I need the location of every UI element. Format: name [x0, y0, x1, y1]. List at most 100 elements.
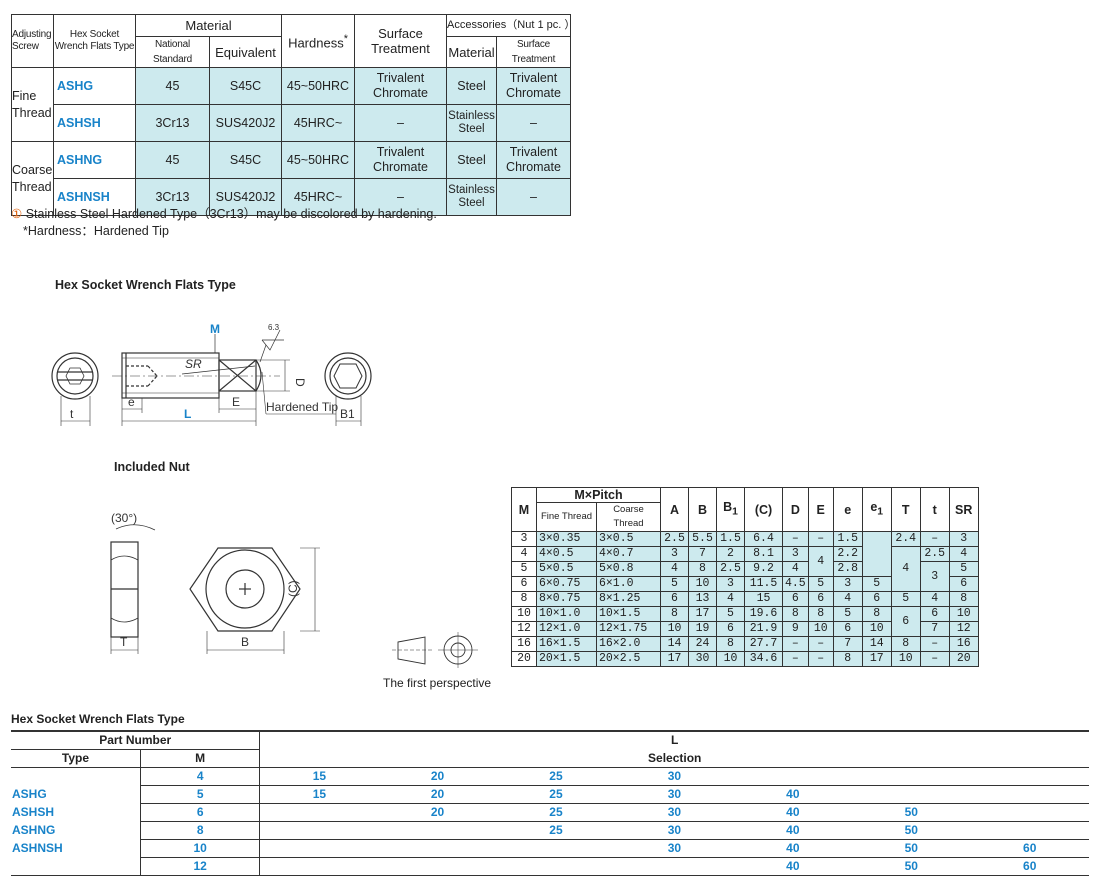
- national-cell: 45: [135, 141, 210, 179]
- dim-cell: 6: [782, 591, 809, 607]
- dim-cell: –: [919, 531, 950, 547]
- label-t: t: [70, 407, 74, 421]
- dim-cell: 8: [511, 591, 537, 607]
- dim-cell: 5: [861, 576, 892, 592]
- code-cell: ASHSH: [53, 104, 136, 142]
- dim-cell: 8: [832, 651, 863, 667]
- selection-l-cell: 40: [733, 821, 853, 840]
- equivalent-cell: S45C: [209, 67, 282, 105]
- note-2: *Hardness：Hardened Tip: [23, 224, 169, 238]
- hdr-accessories: Accessories（Nut 1 pc. ）: [446, 14, 575, 37]
- dim-cell: 10: [807, 621, 834, 637]
- dim-hdr-e1: e1: [861, 487, 892, 532]
- dim-cell: 4: [782, 561, 809, 577]
- dim-cell: 2.5: [660, 531, 689, 547]
- dim-cell: 6: [948, 576, 979, 592]
- selection-l-cell: [496, 857, 616, 876]
- hdr-hardness: Hardness*: [281, 14, 355, 68]
- selection-l-cell: 20: [378, 803, 497, 822]
- national-cell: 3Cr13: [135, 104, 210, 142]
- dim-hdr-e: E: [807, 487, 834, 532]
- group-coarse-thread: Coarse Thread: [11, 141, 54, 216]
- dim-cell: 16: [948, 636, 979, 652]
- selection-l-cell: 15: [259, 767, 379, 786]
- equivalent-cell: SUS420J2: [209, 178, 282, 216]
- dim-cell: 5: [832, 606, 863, 622]
- dim-cell: –: [919, 636, 950, 652]
- label-angle: (30°): [111, 511, 137, 525]
- selection-l-cell: [852, 785, 971, 804]
- selection-m-cell: 12: [139, 857, 261, 876]
- selection-l-cell: [970, 803, 1089, 822]
- dim-cell: 12: [511, 621, 537, 637]
- dim-cell: 5: [660, 576, 689, 592]
- dim-cell: 9.2: [744, 561, 783, 577]
- selection-l-cell: 25: [496, 803, 616, 822]
- dim-cell: 14: [660, 636, 689, 652]
- selection-l-cell: [496, 839, 616, 858]
- dim-hdr-fine: Fine Thread: [536, 502, 597, 532]
- dim-cell: 5: [890, 591, 921, 607]
- acc-material-cell: Stainless Steel: [446, 178, 497, 216]
- label-m: M: [210, 322, 220, 336]
- hdr-national: National Standard: [135, 36, 210, 68]
- dim-cell: 5: [807, 576, 834, 592]
- dim-cell: –: [782, 651, 809, 667]
- dim-cell: 19.6: [744, 606, 783, 622]
- dim-cell: 16: [511, 636, 537, 652]
- dim-cell: 14: [861, 636, 892, 652]
- selection-l-cell: 40: [733, 803, 853, 822]
- dim-cell: 4: [807, 546, 834, 577]
- notes: ① Stainless Steel Hardened Type（3Cr13）ma…: [11, 206, 437, 240]
- dim-cell: 3×0.5: [596, 531, 661, 547]
- dim-cell: 2.4: [890, 531, 921, 547]
- acc-surface-cell: Trivalent Chromate: [496, 141, 571, 179]
- selection-title: Hex Socket Wrench Flats Type: [11, 712, 185, 726]
- dim-cell: 20: [511, 651, 537, 667]
- label-e: e: [128, 395, 135, 409]
- dim-cell: 17: [688, 606, 717, 622]
- dim-cell: 1.5: [832, 531, 863, 547]
- dim-cell: 17: [861, 651, 892, 667]
- selection-m-cell: 4: [139, 767, 261, 786]
- dim-cell: 3: [782, 546, 809, 562]
- dim-cell: 12×1.0: [536, 621, 597, 637]
- dim-cell: 7: [919, 621, 950, 637]
- selection-l-cell: 50: [852, 857, 971, 876]
- dim-cell: 10: [688, 576, 717, 592]
- dim-cell: 10: [716, 651, 745, 667]
- selection-l-cell: [970, 785, 1089, 804]
- dim-cell: –: [807, 636, 834, 652]
- selection-l-cell: 40: [733, 857, 853, 876]
- selection-l-cell: 50: [852, 839, 971, 858]
- dim-cell: 8×1.25: [596, 591, 661, 607]
- dim-cell: 2.8: [832, 561, 863, 577]
- note-1-text: Stainless Steel Hardened Type（3Cr13）may …: [25, 207, 437, 221]
- perspective-caption: The first perspective: [383, 676, 492, 690]
- selection-l-cell: [259, 803, 379, 822]
- hdr-hex-socket: Hex Socket Wrench Flats Type: [53, 14, 136, 68]
- dim-cell: 8×0.75: [536, 591, 597, 607]
- dim-cell: 8.1: [744, 546, 783, 562]
- selection-l-cell: [378, 839, 497, 858]
- spec-table: Adjusting Screw Hex Socket Wrench Flats …: [11, 14, 575, 216]
- dim-cell: 21.9: [744, 621, 783, 637]
- sel-hdr-l: L: [259, 730, 1089, 750]
- dim-cell: 2.5: [919, 546, 950, 562]
- label-nut-b: B: [241, 635, 249, 649]
- dim-cell: 11.5: [744, 576, 783, 592]
- selection-type-cell: ASHG: [12, 787, 47, 801]
- dim-cell: 5: [716, 606, 745, 622]
- dim-cell: 8: [948, 591, 979, 607]
- selection-l-cell: 40: [733, 839, 853, 858]
- dim-cell: 8: [688, 561, 717, 577]
- dim-cell: 5: [948, 561, 979, 577]
- dim-cell: 16×1.5: [536, 636, 597, 652]
